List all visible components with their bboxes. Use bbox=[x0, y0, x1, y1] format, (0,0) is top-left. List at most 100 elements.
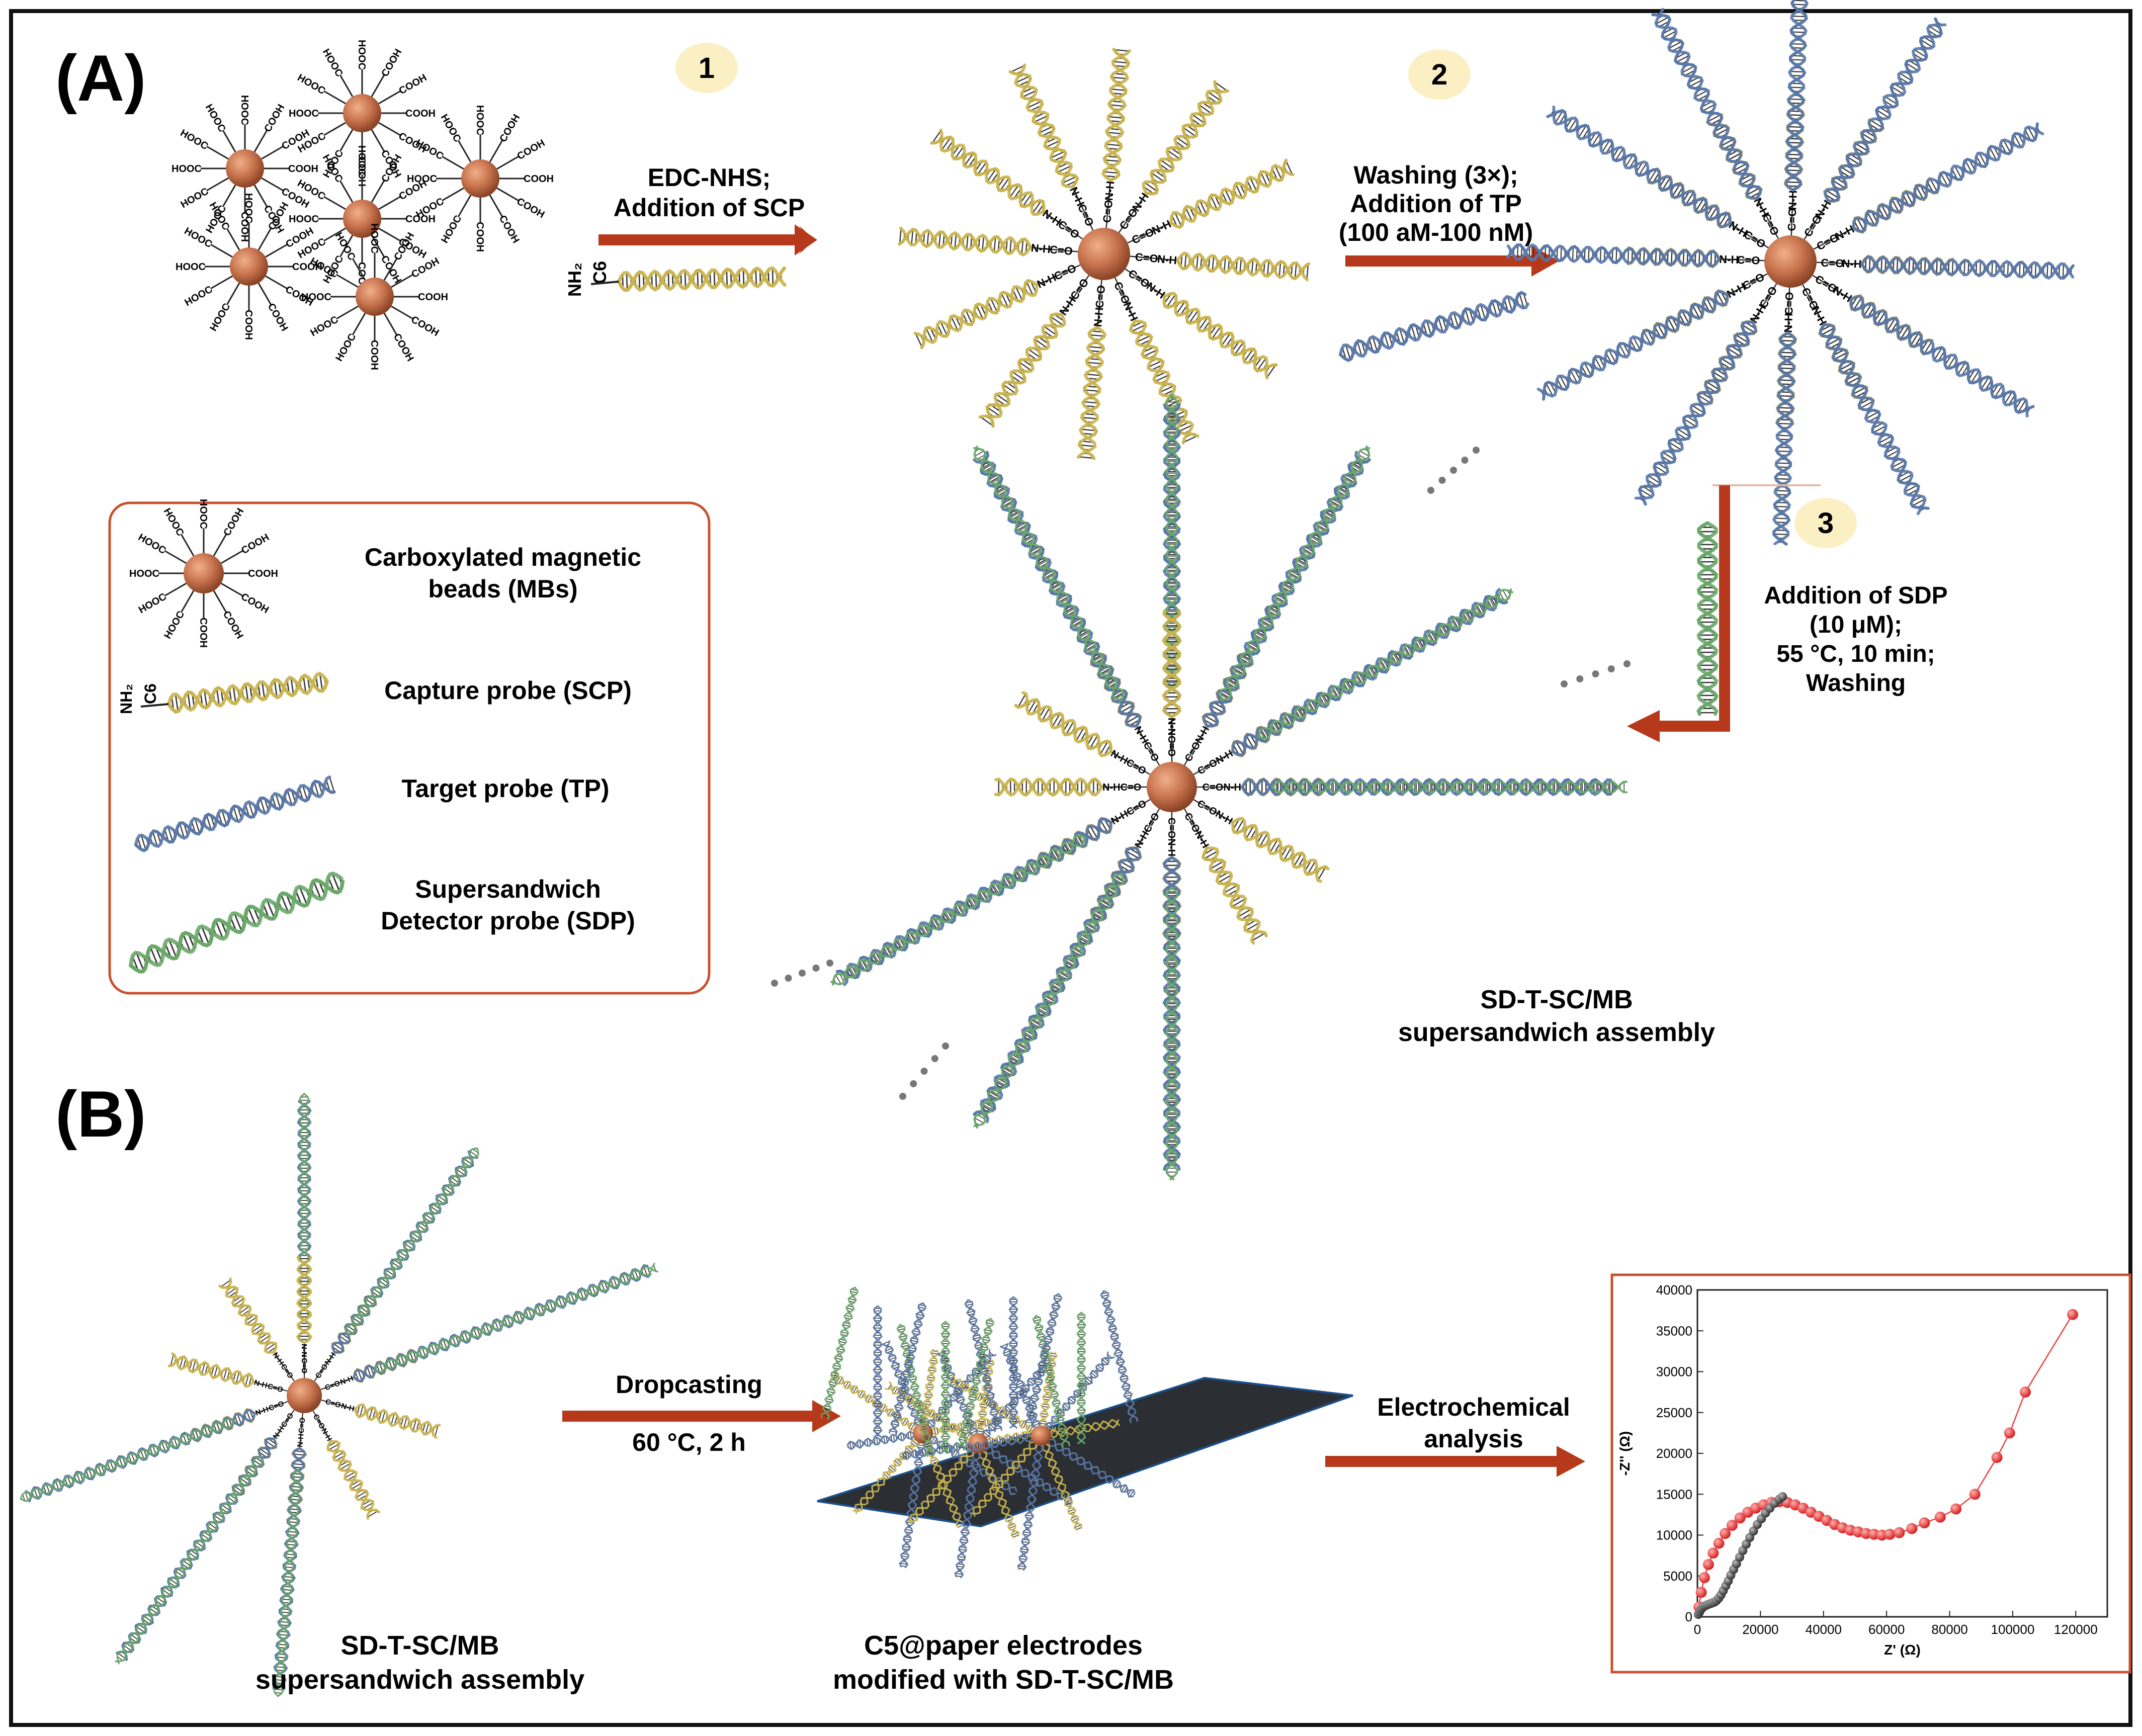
scp-strand bbox=[218, 1277, 278, 1354]
cooh-label: COOH bbox=[524, 173, 554, 185]
dropcast-line2: 60 °C, 2 h bbox=[632, 1428, 746, 1456]
tp-strand bbox=[1634, 320, 1757, 506]
legend-tp-icon bbox=[134, 775, 336, 852]
scp-strand bbox=[354, 1403, 441, 1439]
amide-linker bbox=[1816, 262, 1862, 265]
amide-linker bbox=[1037, 264, 1081, 286]
assembly-label-line1: SD-T-SC/MB bbox=[1480, 985, 1633, 1014]
co-label: C=O bbox=[1203, 782, 1224, 793]
scp-strand bbox=[1142, 80, 1230, 196]
data-point bbox=[1934, 1511, 1946, 1523]
sdp-strand bbox=[830, 834, 1086, 986]
tp-strand bbox=[899, 1432, 927, 1569]
continuation-dot bbox=[942, 1043, 949, 1050]
scp-strand bbox=[1076, 326, 1107, 460]
background-strand bbox=[1076, 1312, 1086, 1444]
data-point bbox=[1698, 1572, 1710, 1583]
step-3-number: 3 bbox=[1818, 507, 1834, 540]
amide-linker bbox=[1804, 200, 1829, 240]
scp-strand bbox=[1231, 817, 1330, 883]
electrode-bead-strands bbox=[821, 1286, 1138, 1579]
cooh-label: COOH bbox=[369, 340, 380, 370]
nh-label: N-H bbox=[1223, 782, 1241, 793]
nh-label: N-H bbox=[300, 1344, 308, 1357]
scp-strand bbox=[1008, 63, 1079, 189]
scp-strand bbox=[1101, 48, 1132, 182]
amide-linker bbox=[1110, 799, 1151, 823]
amide-linker bbox=[1130, 255, 1178, 261]
cooh-label: HOOC bbox=[243, 193, 254, 223]
data-point bbox=[1950, 1503, 1962, 1515]
amide-linker bbox=[1127, 222, 1171, 244]
scp-strand bbox=[1038, 1435, 1082, 1531]
cooh-label: COOH bbox=[356, 156, 367, 187]
data-point bbox=[2004, 1427, 2015, 1439]
amide-linker bbox=[1193, 751, 1233, 775]
tp-strand bbox=[1852, 122, 2044, 233]
data-point bbox=[1707, 1547, 1719, 1559]
tp-strand bbox=[1338, 291, 1529, 362]
step-2-text-line3: (100 aM-100 nM) bbox=[1339, 218, 1533, 246]
tp-strand bbox=[1536, 290, 1729, 401]
amide-linker bbox=[1727, 273, 1768, 296]
co-label: C=O bbox=[1166, 818, 1177, 839]
magnetic-bead bbox=[356, 278, 394, 316]
step-2-number: 2 bbox=[1431, 58, 1447, 91]
magnetic-bead bbox=[184, 553, 224, 593]
sdp-strand bbox=[273, 1469, 303, 1697]
amide-linker bbox=[1812, 275, 1852, 300]
step-1-badge bbox=[675, 43, 738, 93]
x-tick-label: 120000 bbox=[2054, 1622, 2098, 1637]
y-tick-label: 20000 bbox=[1656, 1446, 1692, 1461]
y-tick-label: 10000 bbox=[1656, 1528, 1692, 1543]
tp-strand bbox=[846, 1429, 924, 1450]
electrochem-line2: analysis bbox=[1424, 1425, 1523, 1453]
co-label: C=O bbox=[1785, 208, 1799, 231]
cooh-label: COOH bbox=[474, 222, 485, 252]
continuation-dot bbox=[1623, 660, 1631, 667]
amide-linker bbox=[1030, 247, 1078, 252]
continuation-dot bbox=[826, 960, 833, 967]
tp-strand bbox=[954, 1442, 982, 1579]
tp-strand bbox=[1772, 331, 1797, 546]
scp-strand bbox=[994, 777, 1103, 797]
magnetic-bead bbox=[343, 94, 381, 132]
nh-label: N-H bbox=[1786, 190, 1799, 210]
nh-label: N-H bbox=[1166, 718, 1177, 736]
series-1 bbox=[1693, 1492, 1787, 1619]
sdp-strand bbox=[1696, 521, 1719, 716]
data-point bbox=[1713, 1537, 1725, 1549]
magnetic-bead bbox=[1147, 762, 1197, 812]
amide-linker bbox=[1110, 751, 1151, 775]
tp-strand bbox=[1651, 8, 1762, 200]
cooh-label: HOOC bbox=[369, 223, 380, 253]
nh-label: N-H bbox=[340, 1402, 355, 1413]
amide-linker bbox=[1061, 275, 1090, 315]
nyquist-chart: 0500010000150002000025000300003500040000… bbox=[1617, 1282, 2108, 1658]
step-3-arrow bbox=[1627, 484, 1821, 742]
magnetic-bead bbox=[1078, 228, 1130, 280]
scp-strand bbox=[166, 671, 329, 714]
background-strand bbox=[957, 1318, 995, 1451]
data-point bbox=[1702, 1559, 1714, 1570]
co-label: C=O bbox=[1100, 199, 1115, 223]
tp-strand bbox=[1241, 777, 1618, 797]
nh-label: N-H bbox=[1031, 241, 1051, 255]
background-strand bbox=[821, 1286, 859, 1420]
co-label: C=O bbox=[1166, 736, 1177, 757]
tp-strand bbox=[134, 775, 336, 852]
tp-strand bbox=[1849, 295, 2035, 418]
co-label: C=O bbox=[1121, 782, 1142, 793]
continuation-dot bbox=[799, 970, 806, 977]
cooh-label: COOH bbox=[405, 214, 436, 225]
step-3-text-line2: (10 μM); bbox=[1810, 612, 1902, 638]
amide-linker bbox=[1118, 193, 1147, 233]
nh-label: N-H bbox=[1782, 313, 1795, 333]
amide-linker bbox=[254, 1401, 288, 1414]
tp-strand bbox=[965, 1432, 1042, 1453]
electrochem-line1: Electrochemical bbox=[1377, 1393, 1570, 1421]
scp-strand bbox=[1176, 251, 1310, 282]
cooh-label: COOH bbox=[248, 568, 278, 579]
continuation-dot bbox=[1473, 447, 1480, 454]
